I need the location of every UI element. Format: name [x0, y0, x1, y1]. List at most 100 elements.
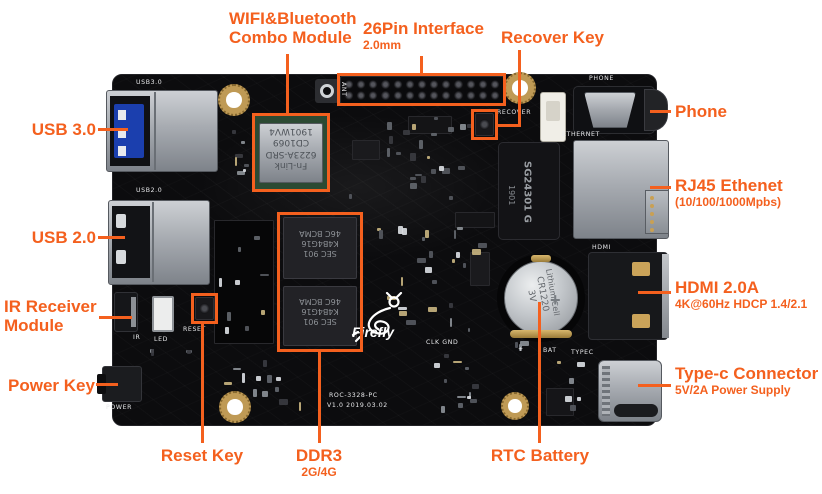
smd-component	[471, 383, 479, 389]
ddr3-chip-a	[283, 217, 357, 279]
battery-clip-bottom	[510, 330, 572, 338]
ethernet-chip-date: 1901	[507, 184, 516, 206]
hdmi-contact	[632, 314, 650, 328]
smd-component	[443, 354, 449, 359]
smd-component	[242, 168, 247, 172]
smd-component	[459, 123, 466, 130]
pin	[356, 91, 367, 100]
smd-component	[237, 246, 242, 252]
smd-component	[401, 228, 408, 236]
smd-component	[469, 398, 477, 404]
smd-component	[430, 132, 437, 136]
smd-component	[452, 361, 463, 364]
leader-wifi	[286, 54, 289, 114]
smd-component	[387, 147, 390, 157]
ic-component	[470, 252, 490, 286]
smd-component	[467, 124, 475, 129]
smd-component	[219, 277, 222, 288]
smd-component	[424, 266, 432, 273]
smd-component	[427, 156, 431, 159]
leader-power	[96, 383, 118, 386]
leader-rtc	[538, 302, 541, 443]
ethernet-chip	[498, 142, 560, 240]
leader-ir	[99, 316, 132, 319]
silk-power: POWER	[106, 404, 133, 411]
pin	[416, 80, 428, 89]
smd-component	[431, 168, 436, 174]
ic-component	[214, 220, 274, 344]
smd-component	[519, 344, 523, 352]
smd-component	[254, 236, 260, 241]
label-recover-key: Recover Key	[501, 28, 605, 47]
silk-reset: RESET	[183, 326, 206, 333]
pin	[477, 80, 488, 89]
pin	[441, 91, 452, 100]
label-typec-connector: Type-c Connector 5V/2A Power Supply	[675, 364, 819, 397]
pin	[489, 80, 500, 89]
leader-26pin	[420, 56, 423, 74]
ir-receiver-lens	[131, 297, 136, 327]
pin	[404, 91, 415, 100]
leader-reset	[201, 324, 204, 443]
slide-switch-knob	[546, 101, 560, 121]
smd-component	[411, 124, 416, 131]
smd-component	[245, 326, 250, 332]
smd-component	[243, 163, 249, 167]
smd-component	[267, 374, 273, 383]
highlight-reset-button	[191, 293, 218, 324]
pin	[429, 80, 440, 89]
smd-component	[441, 168, 450, 174]
smd-component	[276, 377, 281, 382]
smd-component	[227, 311, 231, 321]
usb2-contact	[116, 250, 126, 264]
smd-component	[458, 402, 463, 409]
smd-component	[378, 230, 384, 239]
typec-ribs	[602, 366, 610, 416]
smd-component	[298, 402, 301, 412]
smd-component	[447, 127, 454, 133]
label-usb3: USB 3.0	[31, 120, 96, 139]
silk-typec: TYPEC	[571, 349, 594, 356]
smd-component	[468, 392, 472, 399]
smd-component	[458, 165, 465, 171]
silk-bat-plus: +	[518, 346, 524, 353]
smd-component	[422, 237, 426, 242]
label-power-key: Power Key	[8, 376, 95, 395]
pin	[477, 91, 488, 100]
usb3-seam	[154, 92, 156, 170]
smd-component	[457, 395, 467, 398]
leader-ddr3	[318, 351, 321, 443]
silk-led: LED	[154, 336, 169, 343]
smd-component	[477, 243, 488, 249]
battery-clip-top	[531, 255, 551, 262]
smd-component	[399, 311, 408, 316]
pin	[453, 91, 464, 100]
rj45-pins	[650, 196, 654, 200]
smd-component	[260, 309, 266, 316]
smd-component	[569, 405, 577, 411]
antenna-connector-ring	[320, 84, 334, 98]
pin	[356, 80, 367, 89]
highlight-ddr3-chips	[277, 212, 363, 352]
smd-component	[568, 378, 575, 384]
smd-component	[387, 122, 393, 131]
smd-component	[278, 399, 288, 405]
pin	[465, 80, 476, 89]
smd-component	[406, 319, 416, 325]
leader-rj45	[650, 186, 671, 189]
silk-phone: PHONE	[589, 75, 614, 82]
usb3-contact	[118, 146, 126, 156]
ic-component	[455, 212, 495, 228]
reset-button	[195, 297, 214, 320]
smd-component	[234, 157, 237, 167]
recover-button	[475, 113, 494, 136]
smd-component	[402, 130, 410, 136]
smd-component	[439, 165, 445, 172]
label-rtc-battery: RTC Battery	[490, 446, 590, 465]
smd-component	[400, 276, 404, 287]
smd-component	[262, 359, 268, 367]
silk-usb3: USB3.0	[136, 79, 163, 86]
ic-component	[546, 388, 574, 416]
smd-component	[449, 318, 452, 327]
